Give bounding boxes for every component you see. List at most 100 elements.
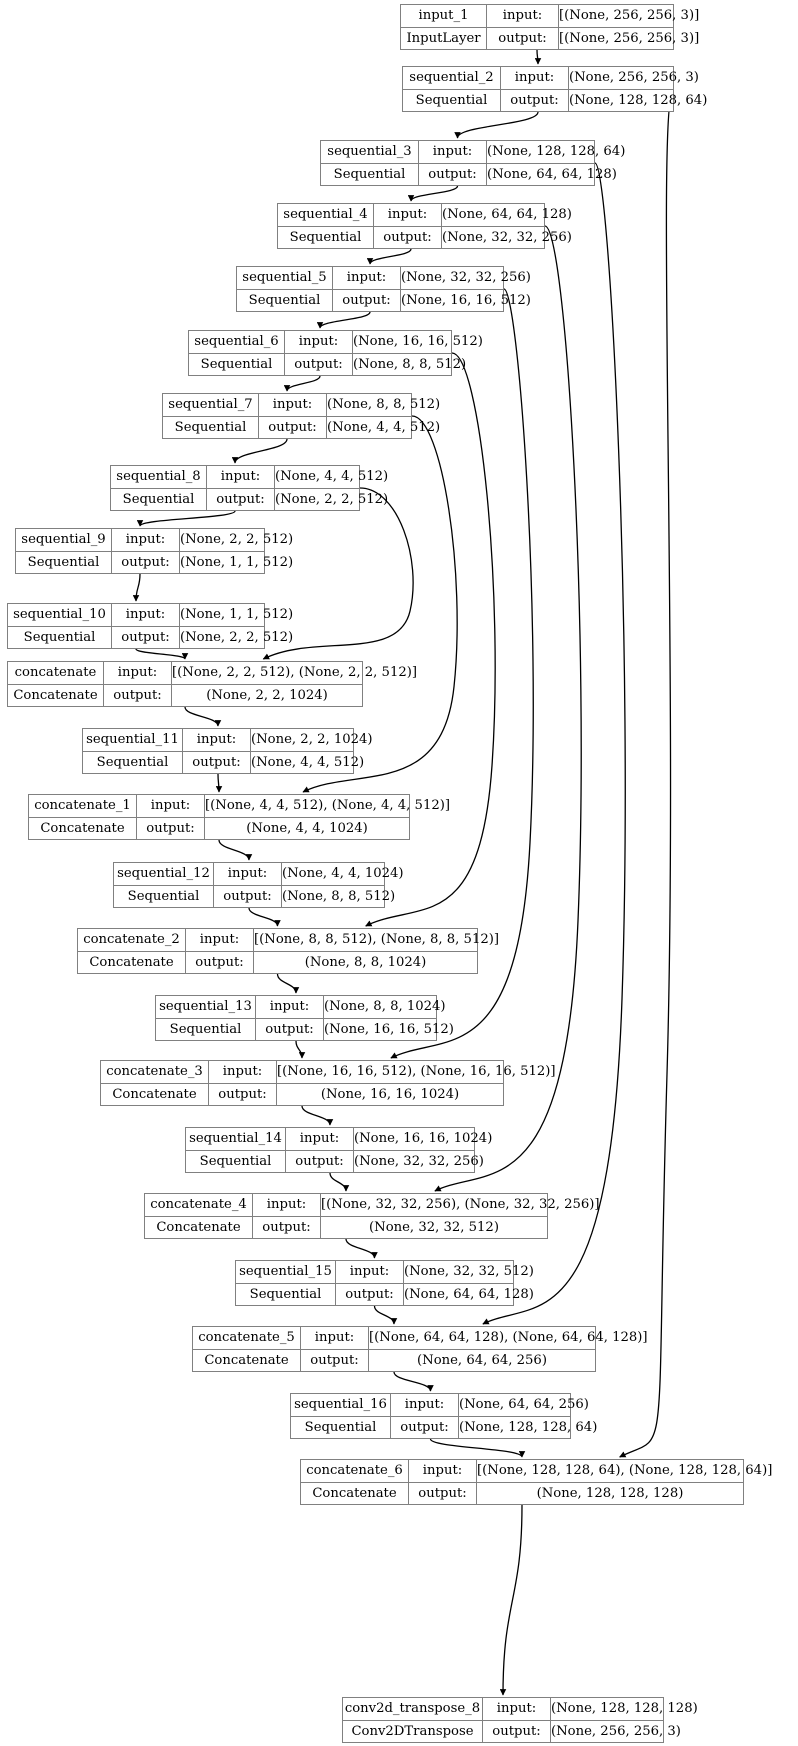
output-shape: (None, 128, 128, 128) bbox=[536, 1485, 684, 1501]
layer-name: concatenate_1 bbox=[29, 795, 137, 817]
input-label: input: bbox=[333, 267, 401, 289]
edge-sequential_5-to-sequential_6 bbox=[316, 311, 371, 329]
input-shape: (None, 16, 16, 1024) bbox=[354, 1131, 493, 1147]
layer-class-name: Concatenate bbox=[78, 951, 186, 973]
input-label: input: bbox=[336, 1261, 404, 1283]
output-label: output: bbox=[419, 163, 487, 185]
layer-name: sequential_10 bbox=[8, 604, 112, 626]
output-shape: (None, 4, 4, 512) bbox=[251, 754, 365, 770]
input-shape: [(None, 32, 32, 256), (None, 32, 32, 256… bbox=[321, 1197, 600, 1213]
input-label: input: bbox=[259, 394, 327, 416]
output-shape: (None, 64, 64, 128) bbox=[487, 166, 617, 182]
input-label: input: bbox=[207, 466, 275, 488]
input-label: input: bbox=[419, 141, 487, 163]
input-shape: (None, 2, 2, 1024) bbox=[251, 732, 373, 748]
edge-concatenate_1-to-sequential_12 bbox=[218, 839, 253, 861]
input-label: input: bbox=[104, 662, 172, 684]
edge-concatenate_4-to-sequential_15 bbox=[345, 1238, 378, 1259]
layer-name: conv2d_transpose_8 bbox=[343, 1698, 483, 1720]
layer-class-name: Concatenate bbox=[193, 1349, 301, 1371]
layer-name: sequential_8 bbox=[111, 466, 207, 488]
layer-class-name: Sequential bbox=[237, 289, 333, 311]
input-shape: [(None, 256, 256, 3)] bbox=[559, 8, 700, 24]
output-label: output: bbox=[259, 416, 327, 438]
output-label: output: bbox=[285, 353, 353, 375]
input-shape: (None, 4, 4, 512) bbox=[275, 469, 389, 485]
layer-name: concatenate_3 bbox=[101, 1061, 209, 1083]
output-shape: (None, 32, 32, 256) bbox=[354, 1153, 484, 1169]
layer-class-name: Sequential bbox=[16, 551, 112, 573]
output-shape: (None, 4, 4, 512) bbox=[327, 419, 441, 435]
input-label: input: bbox=[112, 529, 180, 551]
layer-class-name: Concatenate bbox=[301, 1482, 409, 1504]
output-shape: (None, 4, 4, 1024) bbox=[246, 820, 368, 836]
layer-class-name: Sequential bbox=[156, 1018, 256, 1040]
edge-sequential_7-to-sequential_8 bbox=[231, 438, 288, 464]
layer-name: concatenate_4 bbox=[145, 1194, 253, 1216]
output-label: output: bbox=[409, 1482, 477, 1504]
input-shape: (None, 16, 16, 512) bbox=[353, 334, 483, 350]
layer-name: sequential_3 bbox=[321, 141, 419, 163]
output-label: output: bbox=[333, 289, 401, 311]
output-label: output: bbox=[112, 551, 180, 573]
output-label: output: bbox=[209, 1083, 277, 1105]
input-label: input: bbox=[391, 1394, 459, 1416]
layer-name: input_1 bbox=[401, 5, 487, 27]
input-shape: (None, 1, 1, 512) bbox=[180, 607, 294, 623]
output-shape: (None, 1, 1, 512) bbox=[180, 554, 294, 570]
input-label: input: bbox=[253, 1194, 321, 1216]
edge-sequential_8-to-sequential_9 bbox=[136, 510, 236, 527]
edge-sequential_6-to-sequential_7 bbox=[283, 375, 321, 392]
output-label: output: bbox=[374, 226, 442, 248]
edge-concatenate_6-to-conv2d_transpose_8 bbox=[499, 1504, 523, 1696]
layer-name: sequential_7 bbox=[163, 394, 259, 416]
layer-class-name: Concatenate bbox=[8, 684, 104, 706]
output-label: output: bbox=[256, 1018, 324, 1040]
output-label: output: bbox=[391, 1416, 459, 1438]
input-label: input: bbox=[501, 67, 569, 89]
input-shape: [(None, 2, 2, 512), (None, 2, 2, 512)] bbox=[172, 665, 418, 681]
layer-class-name: Sequential bbox=[163, 416, 259, 438]
input-label: input: bbox=[409, 1460, 477, 1482]
